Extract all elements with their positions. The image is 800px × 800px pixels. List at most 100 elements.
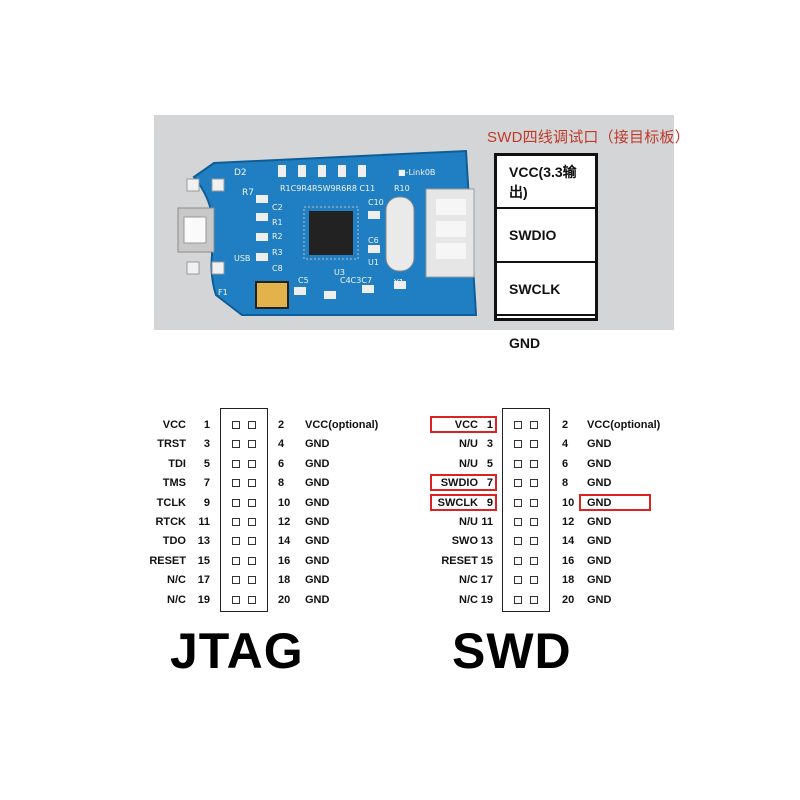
swd-pin-name: GND [587, 457, 612, 470]
jtag-pin-name: N/C [167, 593, 186, 606]
swd-pin-number: 1 [486, 419, 493, 431]
jtag-pin-number: 14 [278, 535, 291, 548]
svg-text:U3: U3 [334, 268, 345, 277]
board-photo: D2 R7 R1C9R4R5W9R6R8 C11 R10 C10 C6 U1 R… [154, 115, 690, 351]
jtag-connector-outline [220, 408, 268, 612]
svg-text:R1: R1 [272, 218, 283, 227]
jtag-pin-name: GND [305, 574, 330, 587]
svg-text:USB: USB [234, 254, 250, 263]
swd-pin-number: 14 [562, 535, 575, 548]
swd-pin-number: 13 [480, 535, 493, 548]
swd-pin-socket [514, 421, 522, 429]
jtag-pin-number: 1 [203, 419, 210, 431]
swd-pin-name: GND [587, 516, 612, 528]
svg-text:C5: C5 [298, 276, 309, 285]
swd-pin-name: GND [587, 496, 612, 509]
svg-text:■-Link0B: ■-Link0B [398, 168, 435, 177]
swd-pin-socket [530, 556, 538, 565]
jtag-pin-name: TDO [162, 535, 186, 548]
swd-pin-socket [514, 498, 522, 507]
jtag-pin-number: 15 [197, 554, 210, 567]
crystal [385, 196, 415, 272]
jtag-pin-name: TCLK [156, 496, 186, 509]
jtag-pin-number: 20 [278, 593, 291, 606]
jtag-pin-name: GND [305, 477, 330, 490]
jtag-pin-number: 18 [278, 574, 291, 587]
jtag-pin-socket [232, 576, 240, 585]
jtag-pin-number: 9 [203, 496, 210, 509]
swd-header-label: SWD四线调试口（接目标板） [487, 129, 690, 146]
swd-pin-number: 9 [486, 496, 493, 509]
swd-title: SWD [452, 623, 572, 679]
svg-text:C2: C2 [272, 203, 283, 212]
swd-pin-name: RESET [441, 554, 478, 567]
swd-pin-number: 20 [562, 593, 575, 606]
jtag-pin-number: 12 [278, 516, 291, 528]
jtag-pin-socket [232, 595, 240, 604]
jtag-pin-socket [248, 556, 256, 565]
jtag-pin-number: 13 [197, 535, 210, 548]
swd-table-cell: VCC(3.3输出) [497, 156, 595, 210]
swd-pin-name: N/C [459, 593, 478, 606]
jtag-pin-name: TDI [168, 457, 186, 470]
swd-pin-socket [514, 459, 522, 468]
swd-pin-name: GND [587, 554, 612, 567]
jtag-pin-number: 16 [278, 554, 291, 567]
jtag-pin-name: GND [305, 457, 330, 470]
svg-text:Y1: Y1 [393, 278, 404, 287]
swd-pin-name: SWO [451, 535, 478, 548]
jtag-pin-name: GND [305, 438, 330, 451]
swd-pin-socket [530, 459, 538, 468]
swd-pin-socket [530, 498, 538, 507]
svg-text:F1: F1 [218, 288, 228, 297]
swd-table-cell: GND [509, 335, 541, 352]
swd-pin-name: VCC(optional) [587, 419, 661, 431]
swd-pin-name: N/U [459, 438, 478, 451]
svg-text:R3: R3 [272, 248, 283, 257]
svg-text:D2: D2 [234, 168, 247, 178]
swd-pin-socket [530, 479, 538, 488]
jtag-pin-socket [232, 518, 240, 526]
swd-pin-number: 15 [480, 554, 493, 567]
svg-text:C4C3C7: C4C3C7 [340, 276, 372, 285]
jtag-pin-number: 11 [198, 516, 210, 528]
swd-pin-socket [530, 440, 538, 449]
svg-text:C10: C10 [368, 198, 384, 207]
swd-pin-socket [514, 537, 522, 546]
jtag-pin-name: GND [305, 535, 330, 548]
swd-pin-name: N/C [459, 574, 478, 587]
swd-highlight-box [430, 416, 497, 433]
swd-table-cell: SWDIO [497, 209, 595, 263]
jtag-pin-name: GND [305, 516, 330, 528]
swd-pin-number: 18 [562, 574, 575, 587]
swd-pin-name: SWCLK [437, 496, 478, 509]
swd-highlight-box [430, 474, 497, 492]
swd-pin-name: GND [587, 574, 612, 587]
jtag-pin-number: 2 [278, 419, 285, 431]
swd-pin-number: 11 [481, 516, 493, 528]
swd-pin-name: N/U [459, 516, 478, 528]
swd-pin-socket [514, 556, 522, 565]
svg-text:R10: R10 [394, 184, 410, 193]
swd-pin-name: GND [587, 477, 612, 490]
jtag-pin-name: RTCK [155, 516, 186, 528]
swd-pin-number: 6 [562, 457, 569, 470]
svg-text:R7: R7 [242, 188, 254, 198]
swd-pin-number: 8 [562, 477, 569, 490]
jtag-pin-socket [248, 459, 256, 468]
jtag-pin-number: 8 [278, 477, 285, 490]
jtag-pin-number: 19 [197, 593, 210, 606]
swd-highlight-box [430, 493, 497, 511]
jtag-pin-socket [248, 576, 256, 585]
jtag-pin-socket [248, 498, 256, 507]
jtag-pin-socket [232, 537, 240, 546]
jtag-pin-socket [232, 459, 240, 468]
jtag-pin-name: GND [305, 554, 330, 567]
jtag-pin-socket [248, 595, 256, 604]
swd-pin-table: VCC(3.3输出) SWDIO SWCLK GND [494, 153, 598, 351]
jtag-pin-name: VCC [162, 419, 186, 431]
jtag-pin-number: 10 [278, 496, 291, 509]
jtag-pin-socket [248, 537, 256, 546]
swd-pin-socket [530, 537, 538, 546]
